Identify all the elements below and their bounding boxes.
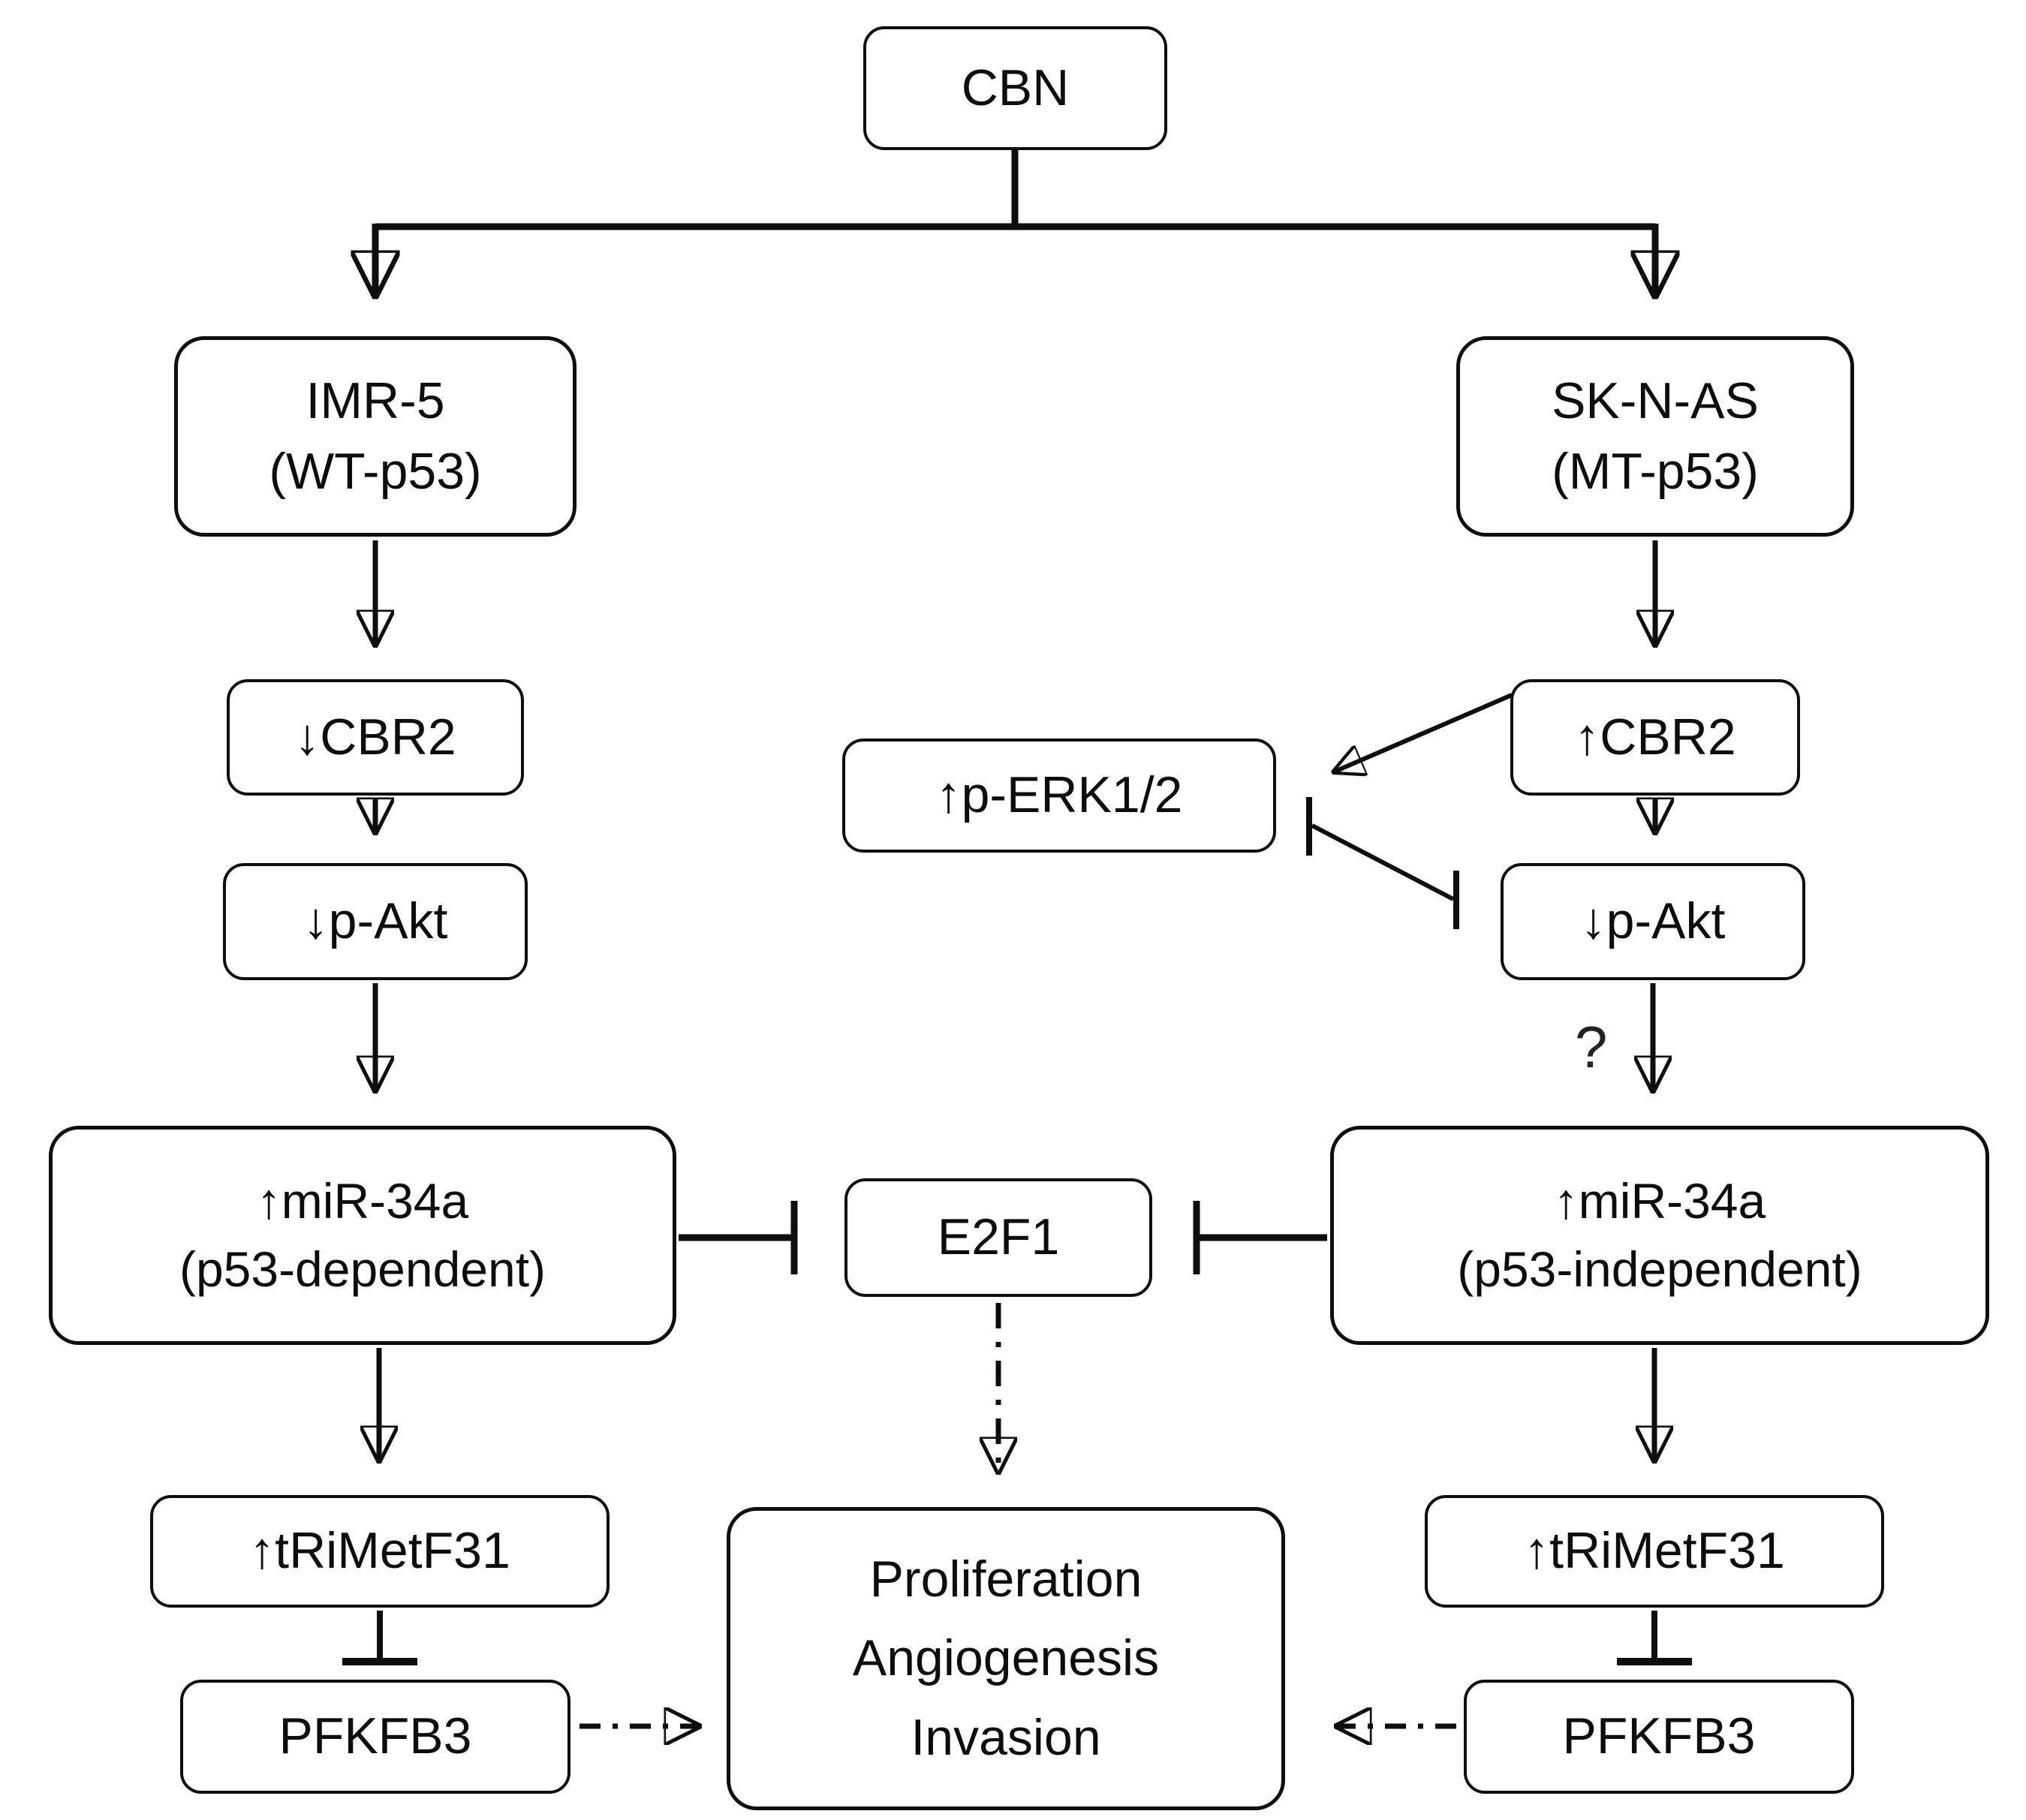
node-mir34a-left-line2: (p53-dependent) (179, 1241, 546, 1297)
uncertainty-question-mark: ? (1575, 1014, 1608, 1080)
node-perk-label: ↑p-ERK1/2 (935, 766, 1183, 824)
node-pakt-right: ↓p-Akt (1501, 863, 1805, 980)
node-outcome-line1: Proliferation (869, 1550, 1142, 1608)
node-e2f1: E2F1 (844, 1178, 1152, 1297)
node-cbr2-up: ↑CBR2 (1510, 679, 1800, 796)
node-cbn: CBN (863, 26, 1167, 150)
node-sknas-line1: SK-N-AS (1552, 372, 1759, 429)
node-trimetf31-left: ↑tRiMetF31 (150, 1495, 610, 1608)
node-perk: ↑p-ERK1/2 (842, 739, 1276, 853)
node-imr5-line1: IMR-5 (306, 372, 445, 429)
node-trimetf31-left-label: ↑tRiMetF31 (249, 1522, 510, 1580)
node-imr5-line2: (WT-p53) (269, 442, 482, 500)
node-mir34a-right: ↑miR-34a (p53-independent) (1330, 1126, 1989, 1345)
node-pfkfb3-right-label: PFKFB3 (1562, 1707, 1756, 1765)
node-mir34a-left-line1: ↑miR-34a (256, 1172, 469, 1229)
node-e2f1-label: E2F1 (937, 1208, 1060, 1266)
node-cbr2-down: ↓CBR2 (227, 679, 524, 796)
node-outcome-line2: Angiogenesis (852, 1629, 1160, 1687)
node-cbn-label: CBN (961, 59, 1070, 116)
node-pfkfb3-right: PFKFB3 (1464, 1680, 1854, 1794)
node-cbr2-up-label: ↑CBR2 (1574, 708, 1736, 766)
node-sknas: SK-N-AS (MT-p53) (1456, 336, 1854, 537)
node-trimetf31-right-label: ↑tRiMetF31 (1524, 1522, 1785, 1580)
node-pfkfb3-left: PFKFB3 (180, 1680, 570, 1794)
connector-cbn-branch (375, 147, 1655, 230)
node-mir34a-right-line2: (p53-independent) (1457, 1241, 1862, 1297)
node-pakt-left: ↓p-Akt (223, 863, 528, 980)
node-mir34a-right-line1: ↑miR-34a (1553, 1172, 1766, 1229)
node-outcome: Proliferation Angiogenesis Invasion (727, 1507, 1285, 1810)
node-outcome-line3: Invasion (911, 1708, 1101, 1766)
node-sknas-line2: (MT-p53) (1552, 442, 1759, 500)
inhibitor-diagonal-perk-pakt (1311, 823, 1455, 901)
node-mir34a-left: ↑miR-34a (p53-dependent) (49, 1126, 676, 1345)
node-cbr2-down-label: ↓CBR2 (294, 708, 456, 766)
node-pakt-right-label: ↓p-Akt (1580, 892, 1726, 950)
node-imr5: IMR-5 (WT-p53) (174, 336, 576, 537)
arrow-cbr2-to-perk (1335, 693, 1513, 772)
node-pakt-left-label: ↓p-Akt (303, 892, 448, 950)
node-pfkfb3-left-label: PFKFB3 (278, 1707, 472, 1765)
node-trimetf31-right: ↑tRiMetF31 (1425, 1495, 1884, 1608)
